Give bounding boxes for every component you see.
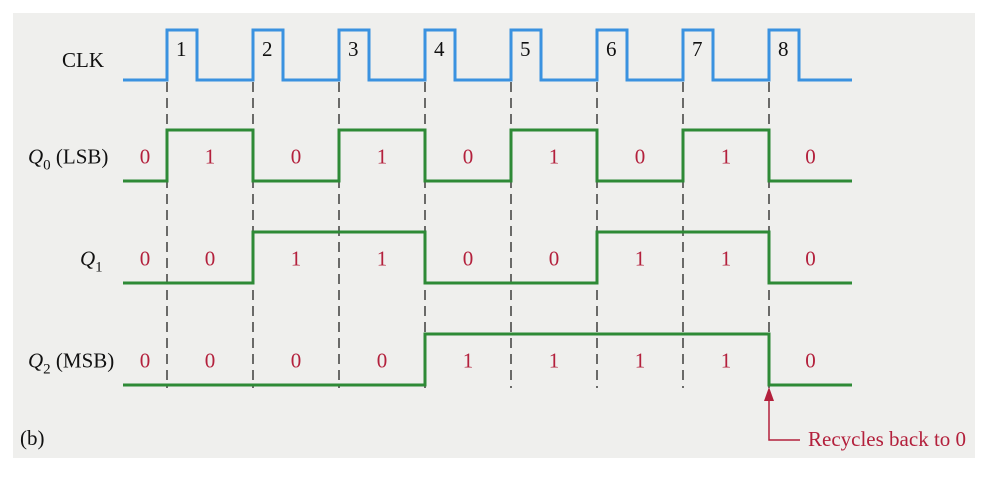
clock-pulse-number: 8 (778, 37, 789, 61)
q-suffix: (MSB) (51, 349, 115, 373)
clock-pulse-number: 6 (606, 37, 617, 61)
q1-state-value: 1 (291, 247, 302, 271)
q-suffix: (LSB) (51, 145, 109, 169)
q2-state-value: 0 (140, 349, 151, 373)
q0-state-value: 0 (805, 145, 816, 169)
q0-state-value: 0 (140, 145, 151, 169)
q1-state-value: 1 (377, 247, 388, 271)
q1-state-value: 1 (721, 247, 732, 271)
q0-label: Q0 (LSB) (28, 145, 108, 174)
q2-state-value: 0 (805, 349, 816, 373)
q0-state-value: 0 (291, 145, 302, 169)
q2-state-value: 1 (549, 349, 560, 373)
q1-state-value: 0 (549, 247, 560, 271)
clock-waveform (123, 28, 852, 82)
q2-state-value: 0 (377, 349, 388, 373)
q-subscript: 0 (43, 158, 51, 174)
q1-state-value: 0 (205, 247, 216, 271)
q1-state-value: 1 (635, 247, 646, 271)
q-subscript: 1 (95, 260, 103, 276)
clock-pulse-number: 4 (434, 37, 445, 61)
q1-state-value: 0 (463, 247, 474, 271)
q0-state-value: 0 (463, 145, 474, 169)
recycle-annotation: Recycles back to 0 (808, 427, 966, 451)
q-subscript: 2 (43, 362, 51, 378)
q-letter: Q (28, 349, 43, 373)
q0-state-value: 1 (377, 145, 388, 169)
q2-state-value: 1 (721, 349, 732, 373)
q-letter: Q (80, 247, 95, 271)
clock-pulse-number: 5 (520, 37, 531, 61)
arrow-up-icon (764, 387, 774, 401)
q0-state-value: 1 (721, 145, 732, 169)
q0-waveform (123, 128, 852, 183)
q2-state-value: 0 (205, 349, 216, 373)
q2-waveform (123, 332, 852, 387)
q2-label: Q2 (MSB) (28, 349, 114, 378)
clock-pulse-number: 3 (348, 37, 359, 61)
clock-pulse-number: 1 (176, 37, 187, 61)
q0-state-value: 0 (635, 145, 646, 169)
clock-pulse-number: 2 (262, 37, 273, 61)
q2-state-value: 0 (291, 349, 302, 373)
q1-waveform (123, 230, 852, 285)
q1-state-value: 0 (140, 247, 151, 271)
clk-label: CLK (62, 48, 104, 72)
q0-state-value: 1 (549, 145, 560, 169)
figure-label: (b) (20, 426, 45, 450)
q1-state-value: 0 (805, 247, 816, 271)
q-letter: Q (28, 145, 43, 169)
q2-state-value: 1 (635, 349, 646, 373)
clock-pulse-number: 7 (692, 37, 703, 61)
q1-label: Q1 (80, 247, 103, 276)
q0-state-value: 1 (205, 145, 216, 169)
q2-state-value: 1 (463, 349, 474, 373)
recycle-arrow (764, 387, 800, 441)
